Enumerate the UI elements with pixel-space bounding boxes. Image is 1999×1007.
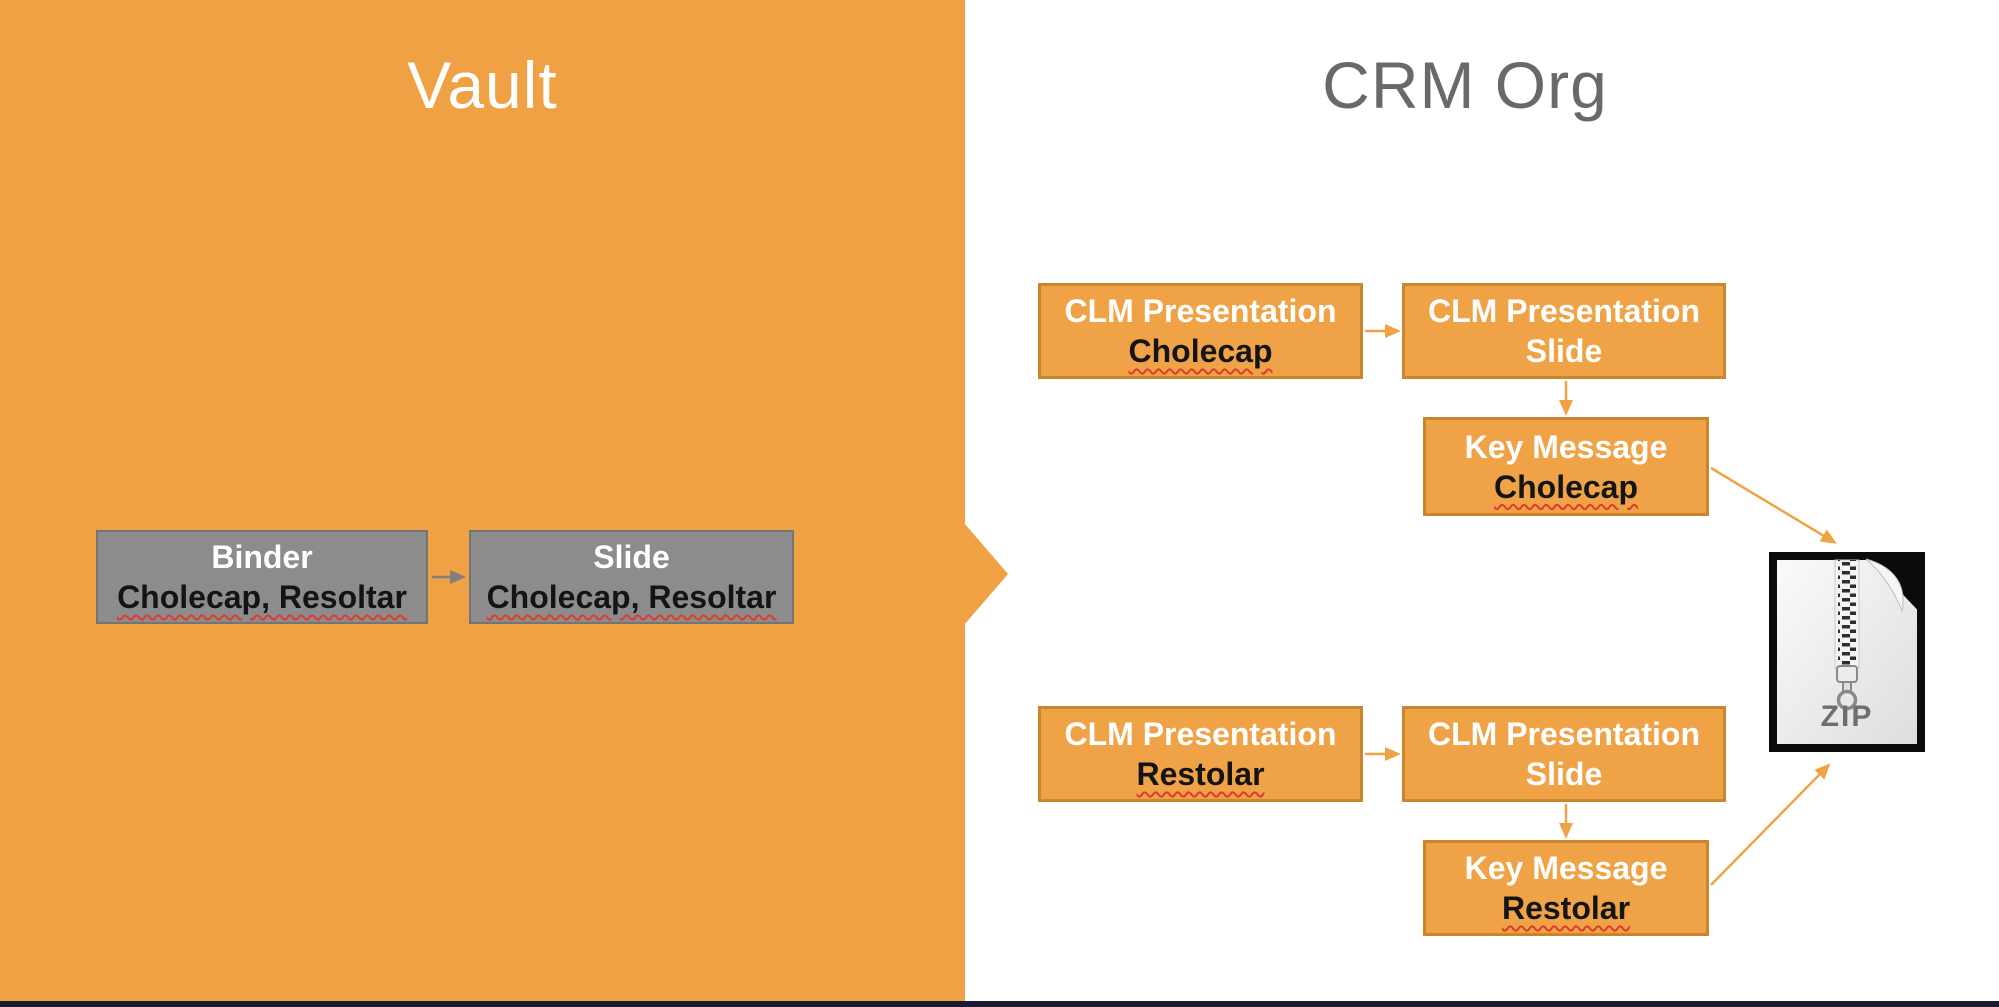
node-title: CLM Presentation <box>1427 293 1701 329</box>
arrow-keymessage-cholecap-to-zip <box>1710 466 1837 544</box>
vault-slide-node: Slide Cholecap, Resoltar <box>469 530 794 624</box>
arrow-keymessage-restolar-to-zip <box>1710 763 1831 886</box>
node-subtitle: Cholecap, Resoltar <box>117 579 407 615</box>
node-subtitle: Restolar <box>1136 756 1265 792</box>
crm-org-title: CRM Org <box>1322 48 1608 122</box>
node-title: CLM Presentation <box>1064 293 1337 329</box>
clm-presentation-slide-bottom-node: CLM Presentation Slide <box>1402 706 1726 802</box>
node-subtitle: Slide <box>1525 333 1603 369</box>
node-subtitle: Cholecap, Resoltar <box>486 579 777 615</box>
zip-file-graphic <box>1769 552 1925 752</box>
zip-file-icon: ZIP <box>1769 552 1925 752</box>
key-message-cholecap-node: Key Message Cholecap <box>1423 417 1709 516</box>
node-subtitle: Restolar <box>1501 890 1631 926</box>
key-message-restolar-node: Key Message Restolar <box>1423 840 1709 936</box>
node-title: CLM Presentation <box>1427 716 1701 752</box>
clm-presentation-slide-top-node: CLM Presentation Slide <box>1402 283 1726 379</box>
node-subtitle: Cholecap <box>1128 333 1273 369</box>
vault-binder-node: Binder Cholecap, Resoltar <box>96 530 428 624</box>
node-title: Binder <box>211 539 313 575</box>
node-title: CLM Presentation <box>1064 716 1337 752</box>
clm-presentation-restolar-node: CLM Presentation Restolar <box>1038 706 1363 802</box>
clm-presentation-cholecap-node: CLM Presentation Cholecap <box>1038 283 1363 379</box>
node-title: Key Message <box>1464 850 1668 886</box>
node-title: Key Message <box>1464 428 1668 465</box>
vault-title: Vault <box>407 48 558 122</box>
bottom-border <box>0 1001 1999 1007</box>
node-subtitle: Slide <box>1525 756 1603 792</box>
vault-panel <box>0 0 965 1007</box>
vault-panel-chevron-icon <box>964 523 1008 625</box>
node-subtitle: Cholecap <box>1493 468 1639 505</box>
zip-label: ZIP <box>1820 700 1874 733</box>
node-title: Slide <box>593 539 670 575</box>
